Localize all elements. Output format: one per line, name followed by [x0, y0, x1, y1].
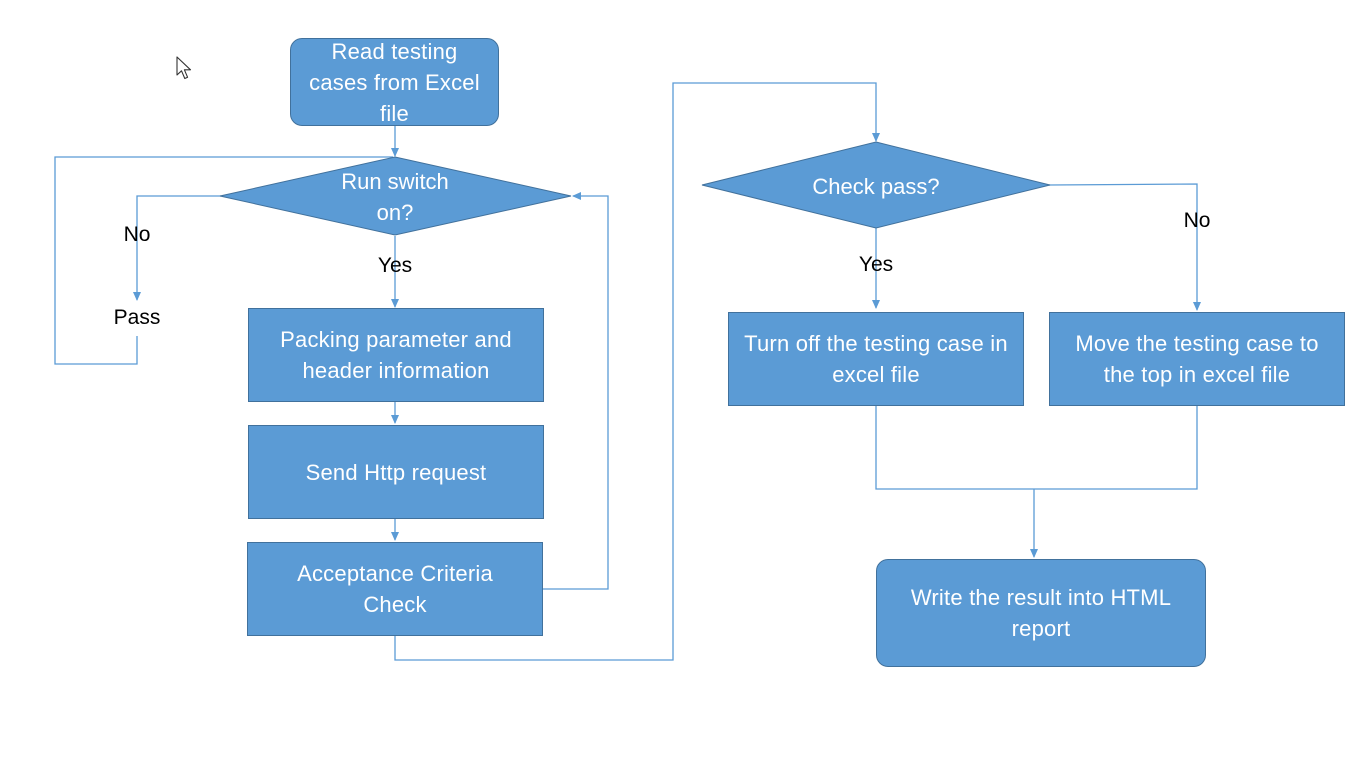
write-result-node: Write the result into HTML report [876, 559, 1206, 667]
packing-label: Packing parameter and header information [280, 327, 512, 383]
run-switch-diamond-shape [219, 156, 572, 236]
check-pass-yes-label: Yes [858, 253, 894, 276]
edge-run-no-to-pass [133, 195, 221, 301]
read-cases-label: Read testing cases from Excel file [309, 38, 480, 126]
turn-off-label: Turn off the testing case in excel file [744, 331, 1008, 387]
acceptance-label: Acceptance Criteria Check [297, 561, 493, 617]
check-pass-label: Check pass? [812, 173, 940, 199]
edge-acceptance-to-check [394, 82, 880, 661]
acceptance-node: Acceptance Criteria Check [247, 542, 543, 636]
mouse-pointer-icon [176, 56, 192, 80]
packing-node: Packing parameter and header information [248, 308, 544, 402]
move-top-node: Move the testing case to the top in exce… [1049, 312, 1345, 406]
move-top-label: Move the testing case to the top in exce… [1075, 331, 1319, 387]
check-pass-no-label: No [1183, 209, 1211, 232]
pass-label: Pass [113, 306, 161, 329]
edge-acceptance-loop [542, 192, 609, 590]
write-result-label: Write the result into HTML report [910, 585, 1172, 641]
turn-off-node: Turn off the testing case in excel file [728, 312, 1024, 406]
edge-pass-loop [54, 156, 393, 365]
check-pass-diamond-shape [701, 141, 1051, 229]
send-http-node: Send Http request [248, 425, 544, 519]
edge-turnoff-merge [875, 405, 1198, 490]
send-http-label: Send Http request [305, 459, 487, 485]
check-pass-label-box: Check pass? [790, 170, 962, 202]
read-cases-node: Read testing cases from Excel file [290, 38, 499, 126]
pass-node: Pass [100, 306, 174, 330]
run-switch-yes-label: Yes [377, 254, 413, 277]
run-switch-label: Run switch on? [341, 169, 449, 225]
run-switch-no-label: No [123, 223, 151, 246]
run-switch-label-box: Run switch on? [320, 166, 470, 228]
edge-check-no-to-move [1048, 183, 1201, 311]
